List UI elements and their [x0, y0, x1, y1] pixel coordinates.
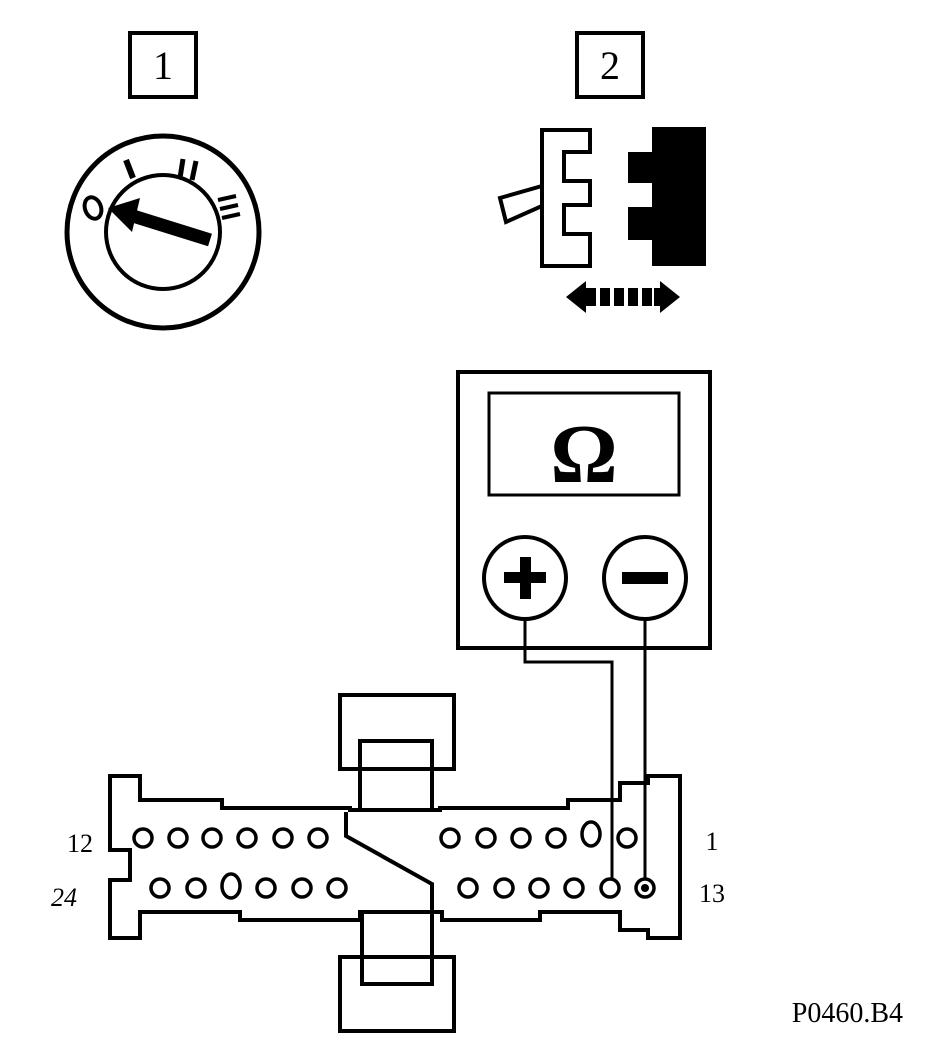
double-arrow-icon	[566, 281, 680, 313]
minus-icon	[622, 572, 668, 584]
connector-disconnect-icon	[497, 127, 706, 313]
pin-row-top	[132, 820, 638, 849]
positive-terminal	[482, 535, 568, 621]
pin-label-12: 12	[67, 829, 93, 858]
probe-wires	[523, 619, 647, 880]
meter-display-symbol: Ω	[550, 408, 617, 501]
step-1-box: 1	[128, 31, 198, 99]
ohmmeter-icon: Ω	[456, 370, 712, 650]
step-2-box: 2	[575, 31, 645, 99]
positive-probe-wire	[523, 619, 614, 880]
step-2-label: 2	[600, 43, 620, 88]
negative-terminal	[602, 535, 688, 621]
connector-block: 12 1 24 13	[51, 693, 725, 1033]
step-1-label: 1	[153, 43, 173, 88]
reference-code: P0460.B4	[792, 998, 903, 1029]
ignition-switch-icon	[64, 133, 262, 331]
pin-label-1: 1	[706, 827, 719, 856]
probe-tip-negative	[641, 884, 649, 892]
pin-label-13: 13	[699, 879, 725, 908]
pin-label-24: 24	[51, 883, 77, 912]
pin-row-bottom	[149, 872, 656, 900]
